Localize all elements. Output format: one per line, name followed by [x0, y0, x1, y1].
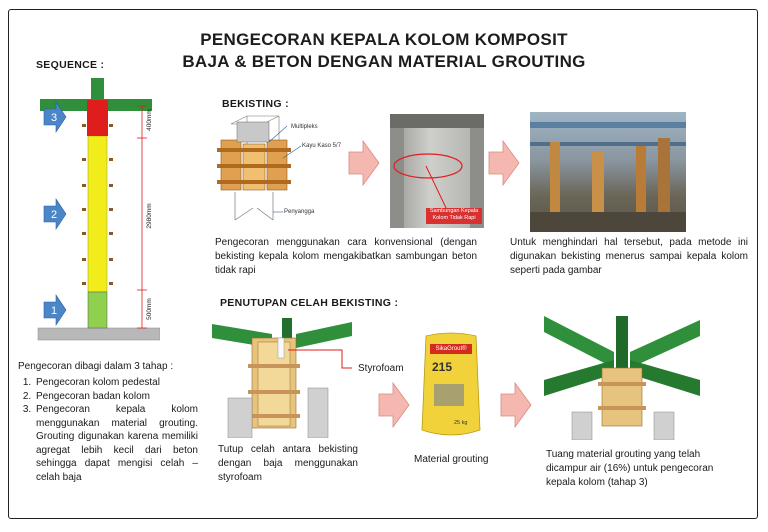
flow-arrow-4: [500, 382, 532, 428]
dim-middle: 2980mm: [146, 203, 153, 228]
column-pedestal: [87, 291, 108, 329]
label-penyangga: Penyangga: [284, 209, 315, 215]
stage-2-arrow: [43, 198, 67, 230]
stage-1-number: 1: [51, 305, 57, 317]
step-3: Pengecoran kepala kolom menggunakan mate…: [34, 403, 198, 484]
grout-bag-weight: 25 kg: [454, 420, 468, 426]
flow-arrow-2: [488, 140, 520, 186]
flow-arrow-3: [378, 382, 410, 428]
title-line-1: PENGECORAN KEPALA KOLOM KOMPOSIT: [200, 30, 568, 49]
penutupan-heading: PENUTUPAN CELAH BEKISTING :: [220, 297, 399, 309]
dim-bottom: 500mm: [146, 298, 153, 320]
photo-joint-not-neat: Sambungan Kepala Kolom Tidak Rapi: [390, 114, 484, 228]
label-multipleks: Multipleks: [291, 124, 318, 130]
photo-site-continuous-formwork: [530, 112, 686, 232]
grout-bag-number: 215: [432, 360, 453, 374]
ground-slab: [37, 327, 160, 341]
penutupan-caption-mid: Material grouting: [414, 454, 489, 465]
slide-frame: [8, 9, 758, 519]
label-kayu-kaso: Kayu Kaso 5/7: [302, 143, 342, 149]
stage-3-number: 3: [51, 112, 57, 124]
column-body-concrete: [87, 135, 108, 293]
bekisting-caption-right: Untuk menghindari hal tersebut, pada met…: [510, 237, 748, 276]
grout-bag-image: SikaGrout® 215 25 kg: [420, 330, 482, 440]
stage-2-number: 2: [51, 209, 57, 221]
grout-bag-brand: SikaGrout®: [435, 346, 467, 352]
bekisting-caption-left: Pengecoran menggunakan cara konvensional…: [215, 237, 477, 276]
column-head-grouting: [87, 100, 108, 136]
sequence-intro: Pengecoran dibagi dalam 3 tahap :: [18, 361, 174, 372]
formwork-drawing: [213, 112, 353, 228]
column-sequence-diagram: 3 2 1 400mm 2980mm 500mm: [37, 78, 160, 341]
sequence-steps: Pengecoran kolom pedestal Pengecoran bad…: [18, 376, 198, 484]
styrofoam-label: Styrofoam: [358, 363, 404, 374]
title-line-2: BAJA & BETON DENGAN MATERIAL GROUTING: [182, 52, 586, 71]
render-grouting-pour: [544, 316, 700, 440]
flow-arrow-1: [348, 140, 380, 186]
stage-3-arrow: [43, 101, 67, 133]
stage-1-arrow: [43, 294, 67, 326]
styrofoam-callout: [288, 349, 352, 369]
photo-joint-label: Sambungan Kepala Kolom Tidak Rapi: [426, 208, 482, 224]
step-2: Pengecoran badan kolom: [34, 390, 198, 404]
penutupan-caption-right: Tuang material grouting yang telah dicam…: [546, 449, 714, 488]
render-styrofoam-closure: [212, 318, 352, 438]
dim-top: 400mm: [146, 109, 153, 131]
bekisting-heading: BEKISTING :: [222, 98, 289, 110]
sequence-heading: SEQUENCE :: [36, 59, 105, 71]
penutupan-caption-left: Tutup celah antara bekisting dengan baja…: [218, 444, 358, 483]
step-1: Pengecoran kolom pedestal: [34, 376, 198, 390]
highlight-ellipse: [393, 153, 463, 213]
